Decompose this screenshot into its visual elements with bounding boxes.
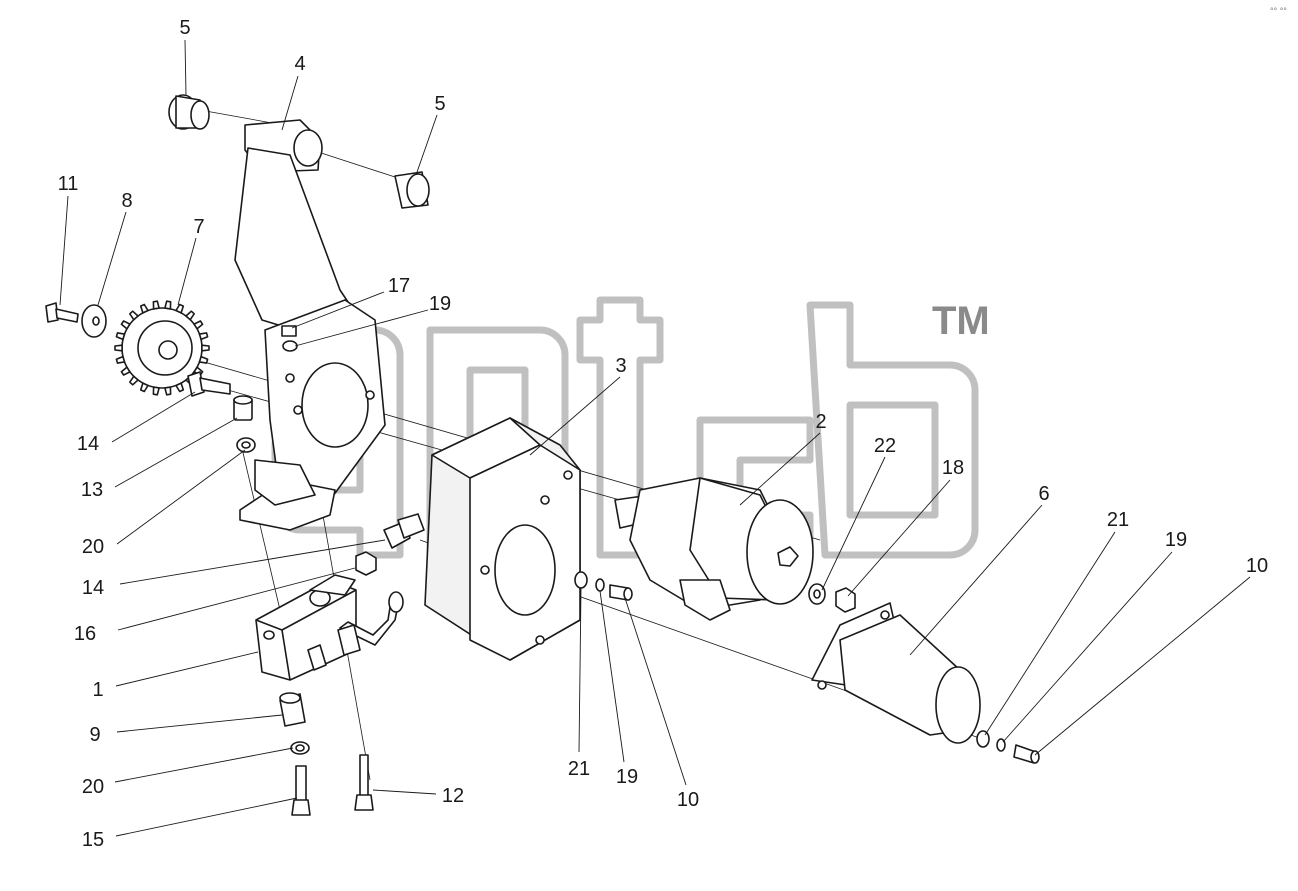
gear-tooth xyxy=(152,300,160,310)
gear-tooth xyxy=(120,366,131,376)
gear-tooth xyxy=(193,320,204,330)
bolt-part-14-lower xyxy=(383,513,425,549)
callout-20-upper: 20 xyxy=(82,536,104,558)
leader-lines xyxy=(59,39,1251,837)
bolt-17-washer-19 xyxy=(281,325,298,352)
gear-tooth xyxy=(198,332,209,341)
callout-1: 1 xyxy=(92,679,103,701)
callout-5-top: 5 xyxy=(179,17,190,39)
callout-19-middle: 19 xyxy=(616,766,638,788)
callout-22: 22 xyxy=(874,435,896,457)
guard-housing-part-6 xyxy=(811,602,981,744)
motor-part-2 xyxy=(614,477,814,621)
small-bracket xyxy=(254,459,316,506)
callout-20-lower: 20 xyxy=(82,776,104,798)
washer-part-20-lower xyxy=(290,741,310,755)
callout-15: 15 xyxy=(82,829,104,851)
callout-11: 11 xyxy=(58,173,79,195)
gear-tooth xyxy=(175,303,185,314)
valve-block-part-1 xyxy=(255,574,404,681)
bolt-part-10-middle xyxy=(609,584,633,601)
washer-part-8 xyxy=(81,304,107,338)
callout-19-right: 19 xyxy=(1165,529,1187,551)
callout-9: 9 xyxy=(89,724,100,746)
gear-tooth xyxy=(115,332,126,341)
callout-14-lower: 14 xyxy=(82,577,104,599)
bolt-part-11 xyxy=(45,302,79,323)
callout-14-upper: 14 xyxy=(77,433,99,455)
bolt-part-15 xyxy=(291,765,311,816)
gear-tooth xyxy=(139,382,149,393)
callout-6: 6 xyxy=(1038,483,1049,505)
gear-tooth xyxy=(115,355,126,364)
gear-tooth xyxy=(164,386,172,396)
corner-mark: °° °° xyxy=(1270,6,1287,16)
bushing-part-5-right xyxy=(394,171,430,209)
cover-part-3 xyxy=(424,417,581,661)
watermark-tm-mark: TM xyxy=(932,299,990,343)
callout-10-middle: 10 xyxy=(677,789,699,811)
washer-part-20-upper xyxy=(236,437,256,453)
gear-tooth xyxy=(201,344,210,352)
gear-tooth xyxy=(152,386,160,396)
washer-part-21-right xyxy=(976,730,990,748)
bolt-part-10-right xyxy=(1013,744,1040,764)
gear-tooth xyxy=(139,303,149,314)
bushing-part-9 xyxy=(279,692,306,727)
gear-tooth xyxy=(198,355,209,364)
callout-19-top: 19 xyxy=(429,293,451,315)
callout-7: 7 xyxy=(193,216,204,238)
washer-part-22 xyxy=(808,583,826,605)
gear-tooth xyxy=(164,300,172,310)
bushing-part-5-top xyxy=(168,94,210,130)
gear-tooth xyxy=(185,310,195,321)
callout-4: 4 xyxy=(294,53,305,75)
gear-tooth xyxy=(175,382,185,393)
callout-10-right: 10 xyxy=(1246,555,1268,577)
gear-tooth xyxy=(129,310,139,321)
washer-part-21-middle xyxy=(574,571,588,589)
callout-16: 16 xyxy=(74,623,96,645)
bolt-part-14-upper xyxy=(187,371,231,397)
gear-tooth xyxy=(120,320,131,330)
callout-21-right: 21 xyxy=(1107,509,1129,531)
callout-13: 13 xyxy=(81,479,103,501)
gear-part-7 xyxy=(114,300,210,396)
nut-part-16 xyxy=(355,551,377,576)
callout-12: 12 xyxy=(442,785,464,807)
gear-tooth xyxy=(129,375,139,386)
bolt-part-13 xyxy=(233,395,253,421)
callout-18: 18 xyxy=(942,457,964,479)
gear-tooth xyxy=(114,344,123,352)
callout-5-right: 5 xyxy=(434,93,445,115)
callout-3: 3 xyxy=(615,355,626,377)
bolt-part-12 xyxy=(354,754,374,811)
callout-21-middle: 21 xyxy=(568,758,590,780)
callout-labels: 5 4 5 11 8 7 17 19 3 2 22 18 6 21 19 10 … xyxy=(58,17,1269,851)
bracket-arm-part-4 xyxy=(234,119,351,331)
callout-2: 2 xyxy=(815,411,826,433)
washer-part-19-middle xyxy=(595,578,605,592)
callout-17: 17 xyxy=(388,275,410,297)
callout-8: 8 xyxy=(121,190,132,212)
